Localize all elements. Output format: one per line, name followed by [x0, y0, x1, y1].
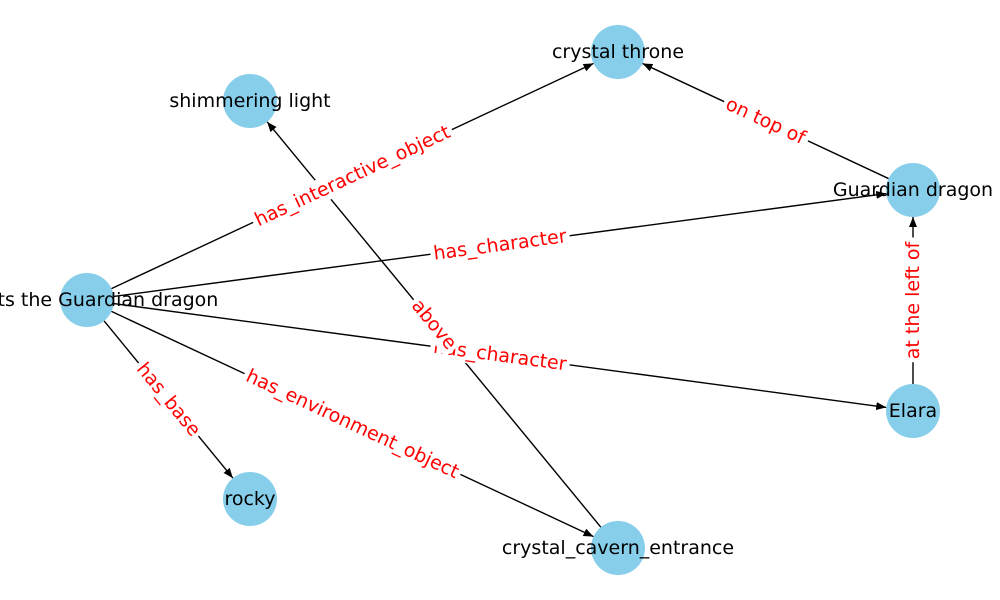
node-guardian-dragon: [886, 163, 940, 217]
node-label-guardian-dragon: Guardian dragon: [833, 179, 993, 201]
node-elara: [886, 384, 940, 438]
node-cavern-entrance: [591, 521, 645, 575]
node-label-rocky: rocky: [224, 488, 275, 510]
edge-label-background: [248, 118, 457, 234]
node-label-shimmering-light: shimmering light: [169, 90, 330, 112]
edge-label-group: has_character: [428, 223, 572, 267]
node-label-cavern-entrance: crystal_cavern_entrance: [502, 537, 734, 559]
node-label-meets: meets the Guardian dragon: [0, 289, 218, 311]
edge-label-background: [428, 223, 572, 267]
node-label-elara: Elara: [889, 400, 937, 422]
edge-label-background: [239, 362, 466, 486]
edge-label-group: at the left of: [901, 237, 925, 363]
node-crystal-throne: [591, 25, 645, 79]
node-meets: [60, 273, 114, 327]
edge-label-has-interactive-object: has_interactive_object: [251, 121, 453, 231]
edge-label-background: [901, 237, 925, 363]
edge-labels-layer: has_interactive_objecthas_characterhas_c…: [129, 90, 925, 486]
edge-label-at-the-left-of: at the left of: [902, 240, 924, 359]
edge-label-background: [719, 90, 814, 152]
edge-label-on-top-of: on top of: [722, 93, 810, 150]
node-shimmering-light: [223, 74, 277, 128]
edge-label-group: has_environment_object: [239, 362, 466, 486]
edge-label-has-base: has_base: [132, 358, 205, 440]
edge-label-group: has_base: [129, 355, 208, 444]
edge-label-background: [428, 334, 572, 377]
edge-label-has-environment-object: has_environment_object: [243, 365, 463, 483]
nodes-layer: meets the Guardian dragon crystal throne s…: [0, 25, 993, 575]
edge-label-group: on top of: [719, 90, 814, 152]
node-label-crystal-throne: crystal throne: [552, 41, 684, 63]
edge-label-has-character: has_character: [432, 225, 568, 265]
edge-label-background: [129, 355, 208, 444]
edge-label-background: [404, 292, 464, 357]
node-rocky: [223, 472, 277, 526]
